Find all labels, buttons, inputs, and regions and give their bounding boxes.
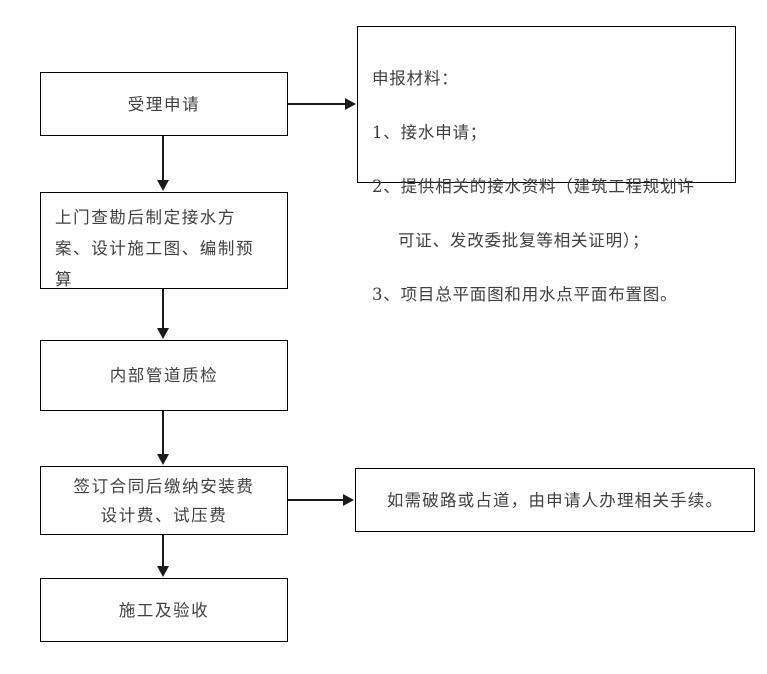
arrow-head-step2-to-step3: [156, 328, 169, 339]
process-box-internal-pipe-inspection[interactable]: 内部管道质检: [40, 340, 288, 411]
connector-line-step3-to-step4: [162, 411, 164, 455]
annotation-box-road-permit-note[interactable]: 如需破路或占道，由申请人办理相关手续。: [355, 468, 755, 532]
process-box-construction-and-acceptance[interactable]: 施工及验收: [40, 578, 288, 642]
materials-item-2: 2、提供相关的接水资料（建筑工程规划许: [372, 177, 695, 196]
arrow-head-step1-to-materials: [345, 97, 356, 110]
arrow-head-step3-to-step4: [156, 454, 169, 465]
annotation-box-application-materials[interactable]: 申报材料： 1、接水申请； 2、提供相关的接水资料（建筑工程规划许 可证、发改委…: [357, 26, 736, 304]
materials-heading: 申报材料：: [372, 69, 459, 88]
connector-line-step1-to-step2: [162, 136, 164, 181]
connector-line-step4-to-roadnote: [288, 499, 344, 501]
process-box-survey-and-plan[interactable]: 上门查勘后制定接水方 案、设计施工图、编制预 算: [40, 192, 288, 289]
materials-item-2-continued: 可证、发改委批复等相关证明）；: [398, 231, 650, 250]
process-box-sign-contract-pay-fees[interactable]: 签订合同后缴纳安装费 设计费、试压费: [40, 466, 288, 535]
process-box-accept-application[interactable]: 受理申请: [40, 72, 288, 136]
connector-line-step4-to-step5: [162, 535, 164, 567]
arrow-head-step1-to-step2: [156, 180, 169, 191]
materials-item-1: 1、接水申请；: [372, 123, 488, 142]
arrow-head-step4-to-step5: [156, 566, 169, 577]
materials-item-3: 3、项目总平面图和用水点平面布置图。: [372, 285, 678, 304]
connector-line-step1-to-materials: [288, 103, 346, 105]
connector-line-step2-to-step3: [162, 289, 164, 329]
arrow-head-step4-to-roadnote: [343, 493, 354, 506]
